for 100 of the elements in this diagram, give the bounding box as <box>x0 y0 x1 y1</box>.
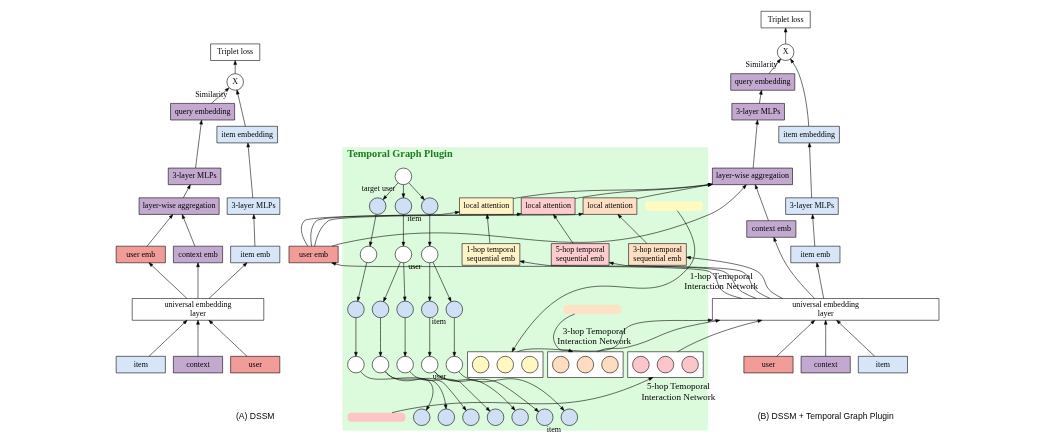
node-circle <box>368 197 386 215</box>
node-label: user <box>407 261 422 271</box>
node-circle <box>420 300 438 318</box>
node-circle <box>576 355 594 373</box>
arrow <box>382 261 401 302</box>
node-label: Similarity <box>194 89 227 99</box>
arrow <box>452 316 456 357</box>
node-box: query embedding <box>729 72 795 91</box>
node-box: item emb <box>790 245 840 263</box>
arrow <box>773 236 815 299</box>
node-circle <box>520 355 538 373</box>
node-circle <box>346 355 364 373</box>
arrow <box>823 319 827 357</box>
arrow <box>433 370 539 412</box>
node-box: item emb <box>229 245 280 263</box>
arrow <box>552 213 573 244</box>
edge-label: 5-hop Temoporal Interaction Network <box>640 380 715 402</box>
arrow <box>146 213 173 246</box>
arrow <box>402 316 407 357</box>
arrow <box>368 213 376 246</box>
arrow <box>427 316 431 357</box>
node-band <box>562 304 621 314</box>
arrow <box>835 319 875 357</box>
node-box: item <box>115 355 166 373</box>
node-circle <box>471 355 489 373</box>
arrow <box>402 262 406 301</box>
node-box: context emb <box>172 245 223 263</box>
node-circle <box>394 167 412 185</box>
node-box: user emb <box>288 245 338 263</box>
node-circle <box>396 355 414 373</box>
node-circle <box>396 300 414 318</box>
node-label: Similarity <box>745 59 778 69</box>
node-circle <box>371 300 389 318</box>
node-label: item <box>546 424 561 434</box>
node-circle <box>551 355 569 373</box>
node-box: user emb <box>115 245 166 263</box>
arrow <box>246 142 253 198</box>
node-box: item embedding <box>778 125 840 143</box>
arrow <box>485 213 490 244</box>
node-box: 3-layer MLPs <box>784 197 839 215</box>
arrow <box>378 316 382 357</box>
node-circle <box>496 355 514 373</box>
arrow <box>685 255 783 299</box>
arrow <box>391 376 653 413</box>
node-label: item <box>431 316 446 326</box>
node-box: layer-wise aggregation <box>711 167 793 185</box>
node-circle <box>511 408 529 426</box>
node-box: context <box>172 355 223 373</box>
node-box: item <box>857 355 908 373</box>
node-circle <box>420 355 438 373</box>
node-circle <box>359 245 377 263</box>
arrow <box>810 213 815 246</box>
node-box: universal embedding layer <box>131 297 264 321</box>
arrow <box>194 119 203 168</box>
arrow <box>516 318 713 352</box>
arrow <box>233 59 237 74</box>
arrow <box>511 209 695 352</box>
arrow <box>432 261 451 302</box>
node-box: user <box>743 355 793 373</box>
node-box: context emb <box>745 219 796 238</box>
edge-label: 3-hop Temoporal Interaction Network <box>556 325 631 346</box>
node-box: item embedding <box>216 125 278 143</box>
node-label: item <box>406 213 421 223</box>
node-circle <box>461 408 479 426</box>
arrow <box>401 183 405 198</box>
arrow <box>310 212 522 246</box>
node-circle <box>394 245 412 263</box>
edge-label: 1-hop Temoporal Interaction Network <box>683 270 758 291</box>
arrow <box>519 259 757 299</box>
label: (B) DSSM + Temporal Graph Plugin <box>757 410 894 421</box>
arrow <box>384 370 466 411</box>
node-circle <box>445 300 463 318</box>
node-box: local attention <box>458 197 514 215</box>
arrow <box>182 183 191 198</box>
node-circle <box>394 197 412 215</box>
arrow <box>195 262 200 299</box>
arrow <box>210 87 229 104</box>
arrow <box>353 316 358 357</box>
arrow <box>148 262 187 299</box>
node-box: query embedding <box>169 102 235 120</box>
arrow <box>427 213 431 246</box>
node-box: local attention <box>582 197 637 215</box>
arrow <box>409 370 490 411</box>
arrow <box>235 89 246 126</box>
arrow <box>181 213 195 246</box>
arrow <box>676 319 762 352</box>
arrow <box>758 89 763 104</box>
arrow <box>313 212 583 246</box>
node-band <box>347 412 405 422</box>
arrow <box>457 370 564 411</box>
node-box: Triplet loss <box>760 10 811 28</box>
node-circle <box>346 300 364 318</box>
arrow <box>356 261 367 301</box>
arrow <box>608 261 770 299</box>
arrow <box>382 182 398 200</box>
node-circle <box>420 245 438 263</box>
arrow <box>208 319 247 357</box>
arrow <box>815 262 824 299</box>
arrow <box>408 182 425 200</box>
cluster <box>466 350 543 378</box>
